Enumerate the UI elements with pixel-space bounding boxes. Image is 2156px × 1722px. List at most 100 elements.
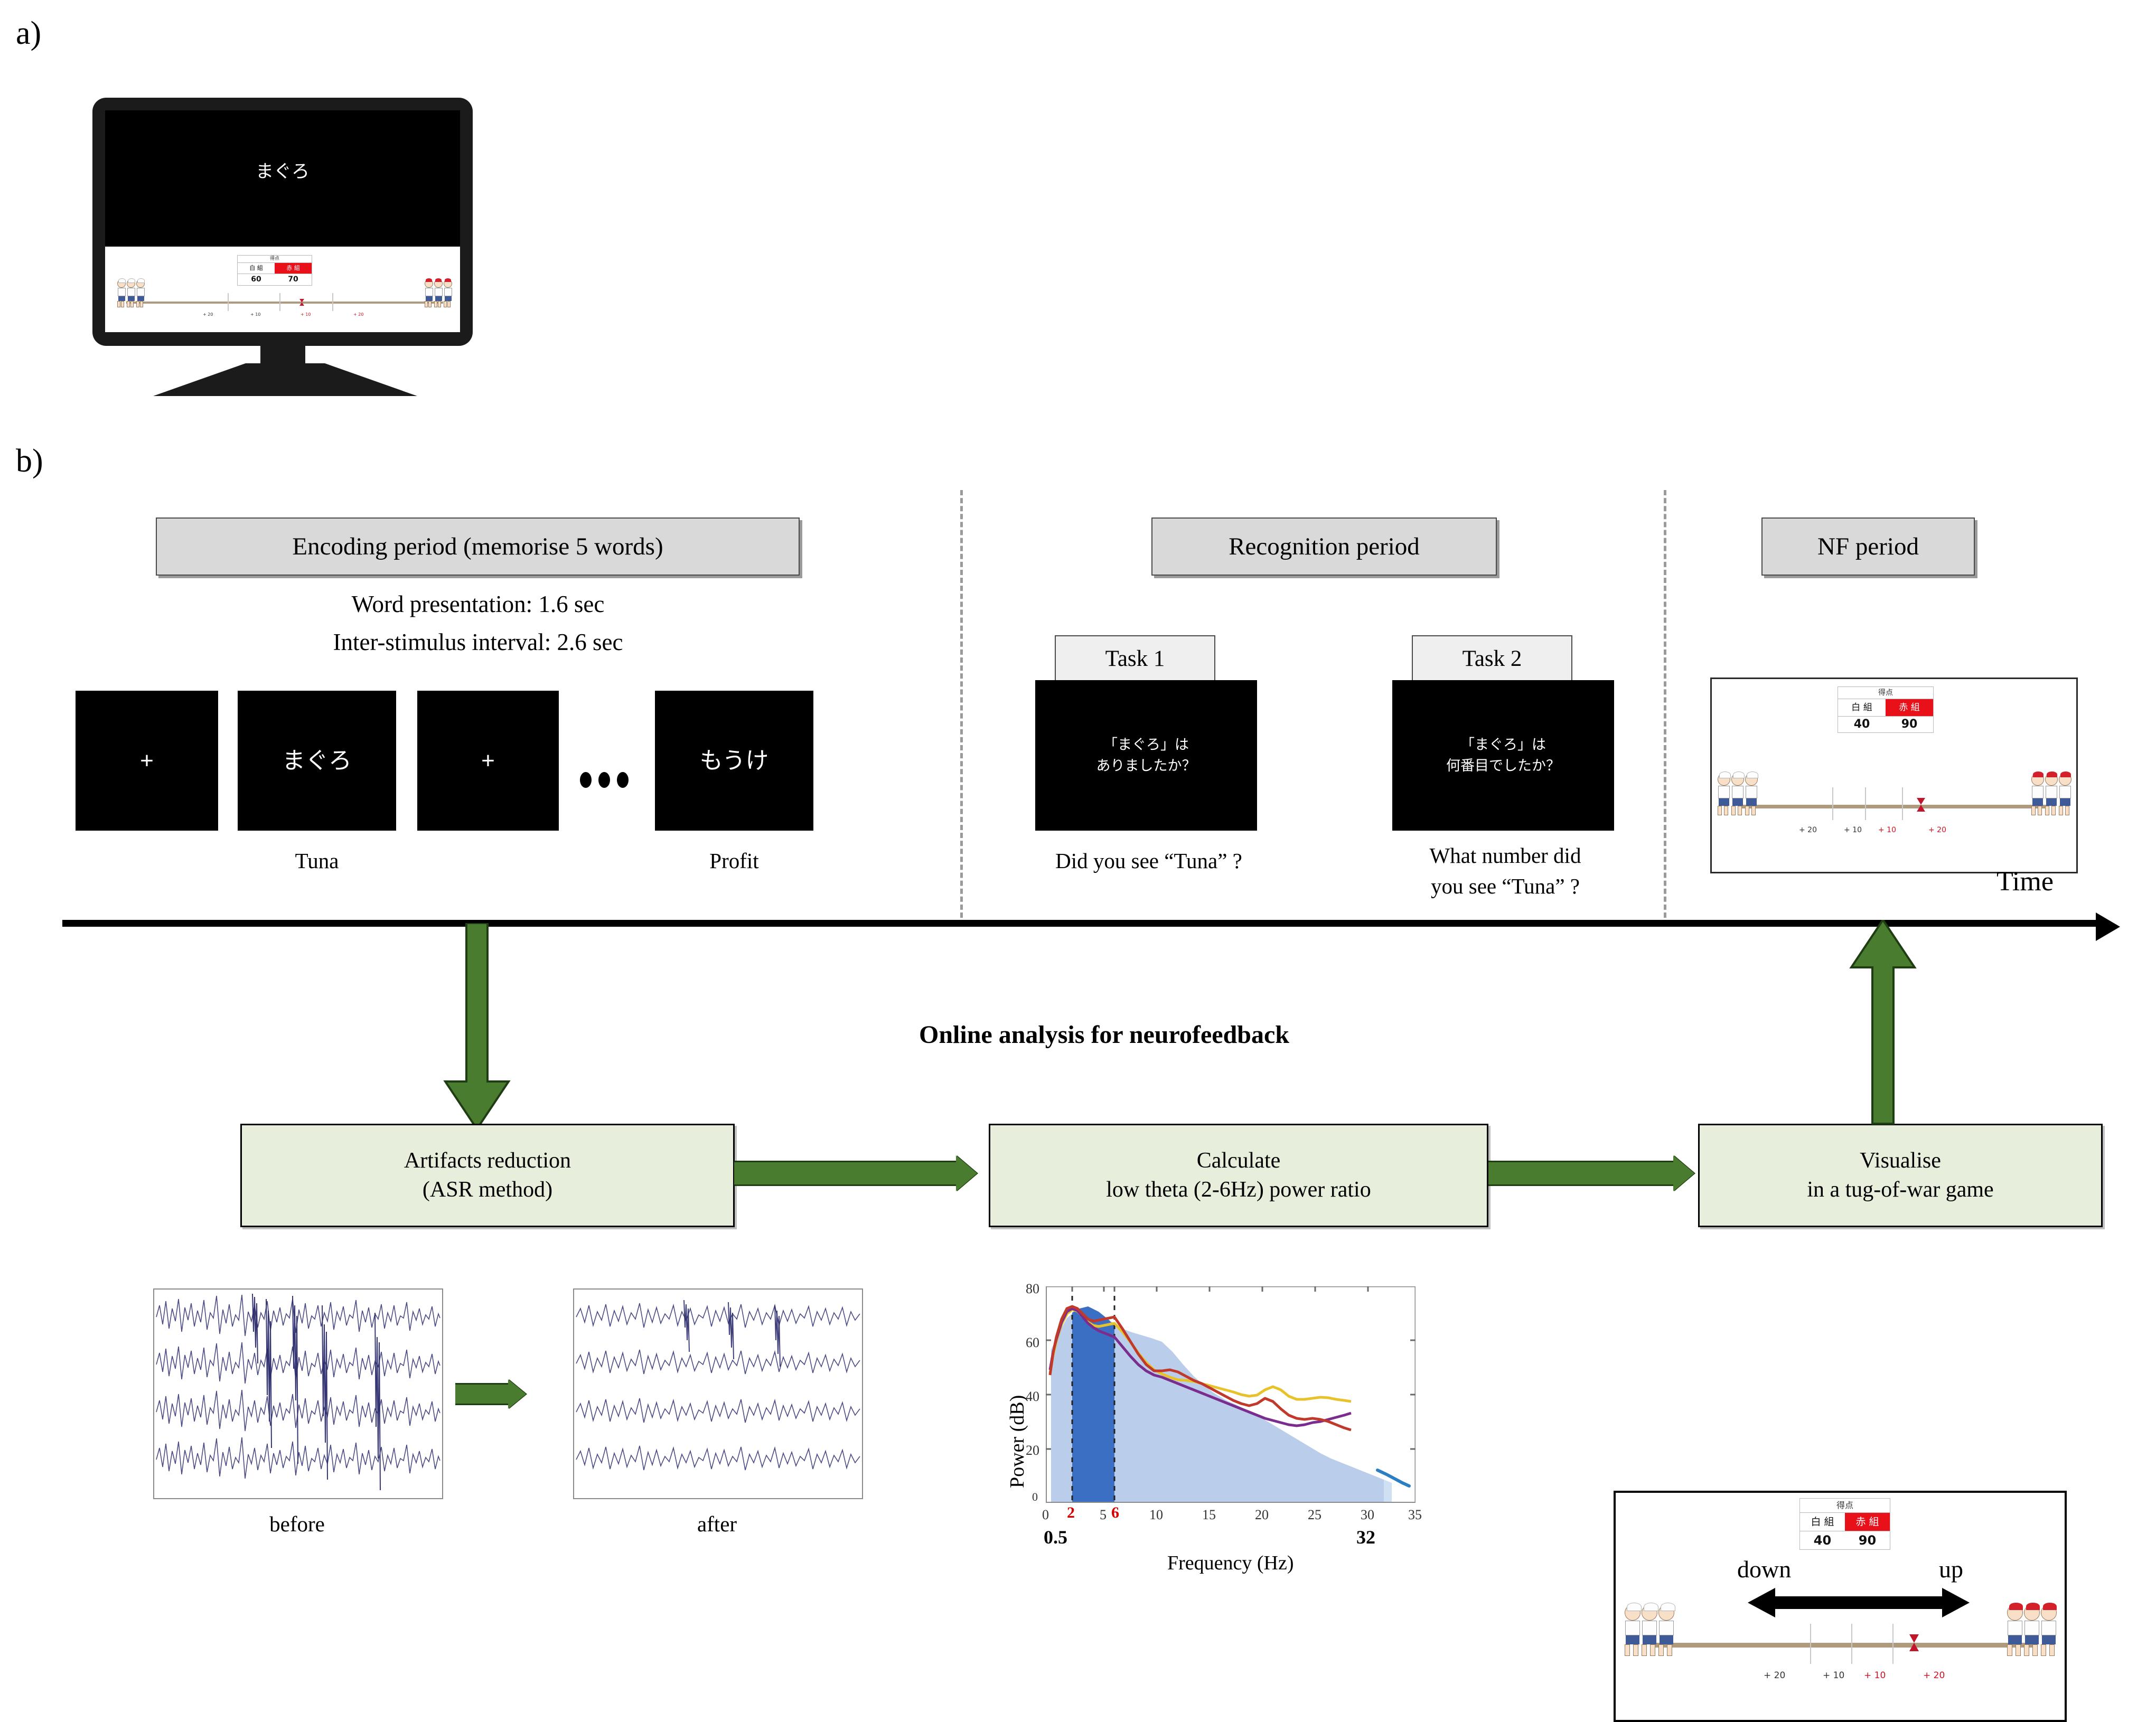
- nf-tick-1: [1832, 787, 1833, 820]
- nf-large-tick-3: [1892, 1624, 1893, 1664]
- proc-box-3-line-2: in a tug-of-war game: [1807, 1178, 1994, 1202]
- nf-large-marker-2: + 10: [1864, 1670, 1886, 1681]
- chart-x-axis-label: Frequency (Hz): [1167, 1552, 1294, 1574]
- nf-large-marker-1: + 10: [1823, 1670, 1845, 1681]
- chart-annotation-32: 32: [1356, 1527, 1375, 1548]
- chart-series-channel-1: [1048, 1305, 1352, 1432]
- chart-xtick-20: 20: [1255, 1507, 1269, 1522]
- ellipsis-icon: [580, 772, 629, 788]
- nf-large-white-team: 白 組: [1800, 1513, 1845, 1531]
- task-2-line-2: 何番目でしたか？: [1446, 757, 1560, 774]
- kid-figure: [2007, 1603, 2023, 1656]
- recognition-period-title: Recognition period: [1229, 533, 1420, 560]
- nf-white-team-label: 白 組: [1838, 699, 1886, 716]
- proc-box-artifacts-reduction: Artifacts reduction (ASR method): [240, 1124, 735, 1227]
- kid-figure: [434, 278, 443, 307]
- chart-ytick-20: 20: [1026, 1443, 1039, 1458]
- proc-box-2-line-2: low theta (2-6Hz) power ratio: [1106, 1178, 1371, 1202]
- nf-period-title: NF period: [1817, 533, 1919, 560]
- nf-large-white-team-figures: [1624, 1603, 1675, 1656]
- monitor-tick-2: [279, 293, 280, 311]
- kid-figure: [2059, 771, 2071, 815]
- nf-down-label: down: [1737, 1556, 1792, 1583]
- fixation-cross-icon: +: [481, 747, 495, 774]
- task-2-label-box: Task 2: [1412, 635, 1572, 682]
- chart-xtick-15: 15: [1202, 1507, 1216, 1522]
- nf-large-tick-1: [1810, 1624, 1811, 1664]
- chart-y-axis-label: Power (dB): [1006, 1395, 1028, 1488]
- chart-xtick-10: 10: [1149, 1507, 1163, 1522]
- monitor-white-team: [117, 278, 145, 307]
- kid-figure: [425, 278, 433, 307]
- monitor-tick-1: [228, 293, 229, 311]
- divider-encoding-recognition: [960, 490, 963, 918]
- proc-box-3-line-1: Visualise: [1860, 1149, 1941, 1173]
- nf-rope: [1741, 805, 2047, 808]
- eeg-before-traces: [156, 1293, 440, 1491]
- encoding-period-title: Encoding period (memorise 5 words): [292, 533, 663, 560]
- kid-figure: [136, 278, 145, 307]
- proc-box-1-line-1: Artifacts reduction: [404, 1149, 571, 1173]
- kid-figure: [1745, 771, 1758, 815]
- kid-figure: [1642, 1603, 1658, 1656]
- kid-figure: [1731, 771, 1745, 815]
- kid-figure: [127, 278, 135, 307]
- chart-xtick-25: 25: [1308, 1507, 1321, 1522]
- monitor-stand-base: [153, 363, 417, 396]
- nf-game-screen: 得点 白 組 赤 組 40 90: [1710, 677, 2078, 873]
- nf-red-team-label: 赤 組: [1886, 699, 1933, 716]
- nf-large-red-team: 赤 組: [1845, 1513, 1890, 1531]
- kid-figure: [2024, 1603, 2040, 1656]
- monitor-mockup: まぐろ 得点 白 組 赤 組 60 70: [92, 98, 473, 346]
- task-2-caption-line-2: you see “Tuna” ?: [1431, 874, 1580, 898]
- panel-b-label: b): [16, 443, 43, 479]
- nf-large-red-team-figures: [2007, 1603, 2057, 1656]
- stimulus-fixation-1: +: [76, 691, 218, 831]
- proc-box-calculate-power-ratio: Calculate low theta (2-6Hz) power ratio: [989, 1124, 1488, 1227]
- divider-recognition-nf: [1664, 490, 1666, 918]
- eeg-after-plot: [573, 1288, 863, 1499]
- nf-game-large: 得点 白 組 赤 組 40 90 down up: [1614, 1491, 2067, 1722]
- caption-profit: Profit: [709, 849, 759, 873]
- chart-area-low-theta: [1072, 1306, 1114, 1503]
- nf-large-white-score: 40: [1813, 1533, 1832, 1548]
- kid-figure: [2031, 771, 2044, 815]
- monitor-marker-0: + 20: [203, 312, 213, 317]
- eeg-before-label: before: [269, 1512, 325, 1536]
- chart-xtick-2: 2: [1067, 1504, 1075, 1521]
- task-1-caption: Did you see “Tuna” ?: [1055, 849, 1242, 873]
- chart-xtick-0: 0: [1042, 1507, 1049, 1522]
- nf-double-arrow-icon: [1748, 1588, 1970, 1617]
- task-2-caption-line-1: What number did: [1429, 843, 1581, 868]
- stimulus-word-tuna: まぐろ: [238, 691, 396, 831]
- nf-large-marker-3: + 20: [1923, 1670, 1945, 1681]
- chart-area-tail: [1384, 1480, 1392, 1503]
- nf-large-red-score: 90: [1858, 1533, 1877, 1548]
- monitor-white-score: 60: [251, 275, 261, 284]
- green-arrow-right-2-icon: [1488, 1155, 1694, 1191]
- eeg-before-plot: [153, 1288, 443, 1499]
- chart-series-channel-4: [1376, 1469, 1411, 1488]
- monitor-display: まぐろ 得点 白 組 赤 組 60 70: [105, 110, 460, 332]
- nf-red-team: [2031, 771, 2072, 815]
- stimulus-word-tuna-text: まぐろ: [282, 747, 352, 774]
- monitor-tick-3: [332, 293, 333, 311]
- proc-box-1-line-2: (ASR method): [422, 1178, 553, 1202]
- monitor-score-table: 得点 白 組 赤 組 60 70: [237, 255, 312, 286]
- nf-large-rope: [1653, 1643, 2033, 1648]
- nf-red-score: 90: [1901, 718, 1918, 731]
- chart-plot-area: [1046, 1286, 1416, 1503]
- online-analysis-heading: Online analysis for neurofeedback: [919, 1021, 1289, 1049]
- nf-large-score-header: 得点: [1800, 1499, 1890, 1513]
- monitor-score-header: 得点: [238, 256, 312, 263]
- chart-ticks: [1046, 1286, 1416, 1450]
- green-arrow-up-icon: [1849, 920, 1917, 1125]
- proc-box-visualise-game: Visualise in a tug-of-war game: [1698, 1124, 2103, 1227]
- task-1-label: Task 1: [1105, 646, 1165, 671]
- chart-ytick-40: 40: [1026, 1389, 1039, 1404]
- nf-large-marker-0: + 20: [1764, 1670, 1786, 1681]
- monitor-stimulus-area: まぐろ: [105, 110, 460, 247]
- green-arrow-right-1-icon: [734, 1155, 977, 1191]
- chart-area-total-band: [1051, 1306, 1384, 1503]
- chart-xtick-6: 6: [1111, 1504, 1119, 1521]
